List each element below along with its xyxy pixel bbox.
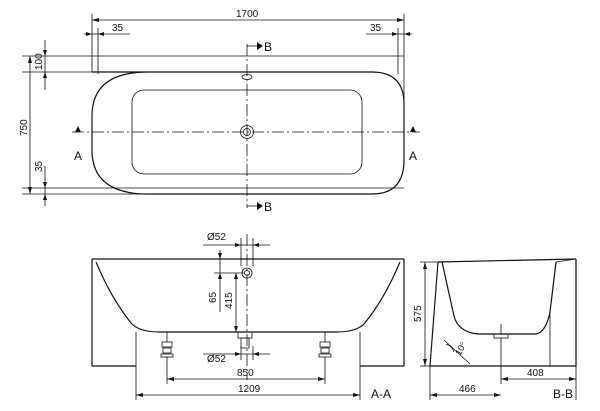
section-a-right-label: A: [409, 149, 417, 163]
section-b-bottom-label: B: [264, 200, 272, 214]
section-aa-label: A-A: [371, 387, 391, 401]
section-b-top-label: B: [264, 40, 272, 54]
section-aa-foot-left: [160, 332, 174, 358]
section-bb-inner-wall: [441, 261, 557, 335]
dim-overflow-height: 65: [208, 291, 219, 303]
section-aa-drain: [237, 331, 253, 349]
dim-offset-408: 408: [527, 368, 544, 379]
section-aa-inner-wall: [95, 261, 401, 333]
dim-feet-spacing: 850: [237, 368, 254, 379]
dim-drain-diameter-top: Ø52: [207, 232, 226, 243]
section-aa-foot-right: [318, 332, 332, 358]
section-bb-view: 575 10° 408 466 B-B: [413, 258, 577, 401]
dim-left-offset: 35: [112, 23, 124, 34]
section-aa-view: Ø52 65 415 Ø52 850 1209 A-A: [91, 232, 405, 401]
section-bb-outer-wall: [429, 259, 577, 367]
section-bb-drain: [493, 324, 509, 339]
dim-angle: 10°: [453, 340, 469, 357]
section-a-left-label: A: [74, 149, 82, 163]
section-bb-label: B-B: [553, 387, 573, 401]
dim-height-575: 575: [413, 305, 424, 322]
plan-view: A A B B 1700 35 35: [19, 9, 420, 214]
dim-top-offset: 100: [34, 53, 45, 70]
dim-height-415: 415: [224, 292, 235, 309]
dim-drain-diameter-bottom: Ø52: [207, 354, 226, 365]
section-aa-outer-wall: [91, 259, 405, 366]
dim-right-offset: 35: [370, 23, 382, 34]
dim-overall-length: 1700: [236, 9, 259, 20]
dim-base-width: 466: [459, 384, 476, 395]
dim-overall-width: 750: [19, 119, 30, 136]
dim-bottom-offset: 35: [34, 160, 45, 172]
dim-base-length: 1209: [238, 384, 261, 395]
